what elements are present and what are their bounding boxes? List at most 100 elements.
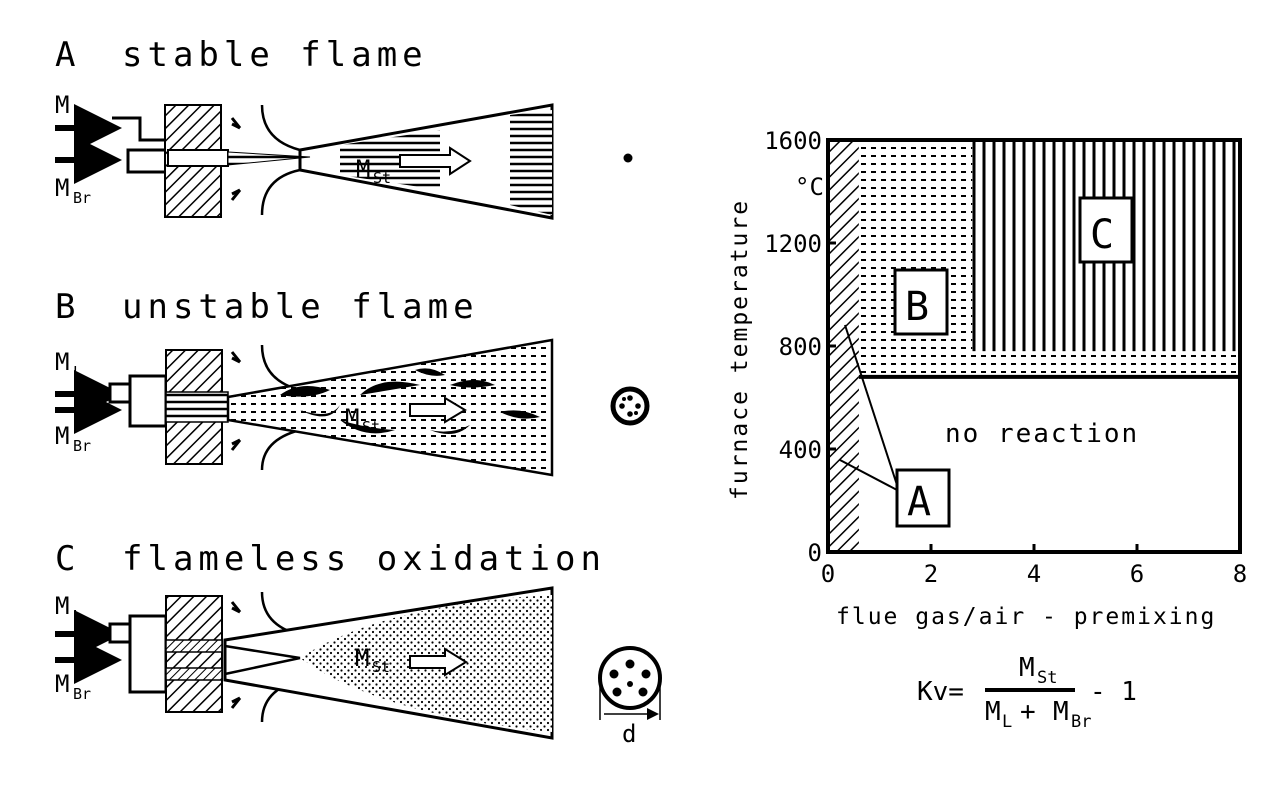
recirc-sub: St (362, 418, 380, 436)
fuel-flow-label: M (55, 174, 69, 202)
burner-body (128, 614, 168, 694)
y-tick-label: 400 (779, 436, 822, 464)
recirc-sub: St (372, 658, 390, 676)
x-axis-ticks: 0 2 4 6 8 (821, 544, 1247, 588)
recirc-jet-c: M St (355, 644, 468, 677)
y-tick-label: 1200 (764, 230, 822, 258)
nozzle-section-c (598, 646, 662, 710)
x-axis-label: flue gas/air - premixing (836, 604, 1216, 630)
recirc-arrow-bottom (230, 438, 242, 451)
fuel-flow-sub: Br (73, 685, 91, 703)
furnace-wall (165, 595, 223, 713)
burner-body (128, 374, 168, 428)
formula-den1: M (985, 697, 1001, 727)
y-tick-label: 1600 (764, 127, 822, 155)
air-inlet-b: M L (55, 348, 122, 418)
fuel-inlet-b: M Br (55, 386, 122, 455)
jet-arrow (399, 146, 472, 176)
burner-inlet (108, 622, 132, 644)
recirc-arrow-top (230, 351, 242, 364)
fuel-flow-sub: Br (73, 437, 91, 455)
regime-chart: 0 400 800 1200 1600 0 2 4 6 8 °C furnace tempera… (727, 127, 1247, 630)
region-c-label: C (1090, 212, 1114, 258)
flame-tail (510, 110, 552, 215)
fuel-flow-sub: Br (73, 189, 91, 207)
nozzle-section-a (623, 153, 633, 163)
x-tick-label: 4 (1027, 560, 1041, 588)
flame-fragments (280, 368, 540, 434)
panel-b-unstable-flame: B unstable flame M L M Br (55, 287, 650, 477)
flame-envelope-top (260, 344, 301, 392)
recirc-arrow-top (230, 117, 242, 130)
formula-numerator: M (1019, 653, 1035, 683)
recirc-jet-b: M St (345, 396, 467, 436)
air-flow-sub: L (73, 607, 82, 625)
fuel-inlet-c: M Br (55, 636, 122, 703)
nozzle-block (165, 391, 229, 423)
flame-core (227, 151, 311, 166)
formula-plus: + (1020, 697, 1036, 727)
fuel-flow-label: M (55, 670, 69, 698)
nozzle-diameter-label: d (622, 720, 636, 748)
air-flow-label: M (55, 91, 69, 119)
formula-lhs: Kv= (917, 677, 964, 707)
air-flow-label: M (55, 592, 69, 620)
fuel-inlet-a: M Br (55, 136, 122, 207)
air-flow-label: M (55, 348, 69, 376)
panel-c-letter: C (55, 539, 80, 579)
recirc-jet-a: M St (356, 146, 472, 187)
panel-a-stable-flame: A stable flame M L M Br M St (55, 35, 633, 220)
recirc-label: M (355, 644, 369, 672)
formula-den2-sub: Br (1071, 712, 1091, 732)
region-b-label: B (905, 284, 929, 330)
air-channel (165, 639, 223, 653)
fuel-nozzle (167, 149, 229, 167)
panel-b-letter: B (55, 287, 80, 327)
region-a-leader-1 (844, 324, 898, 486)
recirc-label: M (345, 404, 359, 432)
air-flow-sub: L (73, 363, 82, 381)
flame-zone (340, 130, 440, 190)
panel-c-flameless-oxidation: C flameless oxidation M L M Br M St (55, 539, 662, 748)
recirc-arrow-bottom (230, 696, 242, 709)
formula-tail: - 1 (1090, 677, 1137, 707)
y-tick-label: 0 (808, 539, 822, 567)
formula-den1-sub: L (1002, 712, 1012, 732)
region-b-box: B (893, 268, 949, 336)
air-duct (112, 116, 165, 142)
y-tick-label: 800 (779, 333, 822, 361)
y-unit-label: °C (795, 173, 824, 201)
flame-envelope-top (260, 104, 301, 152)
formula-numerator-sub: St (1037, 668, 1057, 688)
formula-den2: M (1053, 697, 1069, 727)
air-inlet-c: M L (55, 592, 122, 658)
jet-cone (226, 338, 554, 477)
x-tick-label: 6 (1130, 560, 1144, 588)
x-tick-label: 8 (1233, 560, 1247, 588)
y-axis-ticks: 0 400 800 1200 1600 (764, 127, 836, 567)
panel-c-title: flameless oxidation (122, 539, 606, 579)
burner-inlet (108, 382, 132, 404)
region-a-leader-2 (839, 459, 898, 491)
fuel-flow-label: M (55, 422, 69, 450)
recirc-arrow-top (230, 601, 242, 614)
y-axis-label: furnace temperature (727, 199, 753, 500)
recirc-sub: St (373, 169, 391, 187)
jet-arrow (409, 396, 467, 424)
flame-envelope-bottom (260, 428, 301, 471)
recirc-arrow-bottom (230, 188, 242, 201)
nozzle-section-b (610, 386, 650, 426)
x-tick-label: 2 (924, 560, 938, 588)
jet-arrow (409, 647, 468, 677)
region-a-label: A (907, 479, 931, 525)
recirculation-formula: Kv= M St M L + M Br - 1 (917, 653, 1137, 732)
region-a-box: A (839, 324, 951, 528)
x-tick-label: 0 (821, 560, 835, 588)
panel-a-title: stable flame (122, 35, 428, 75)
fuel-channel (165, 667, 223, 681)
air-flow-sub: L (73, 106, 82, 124)
no-reaction-label: no reaction (945, 419, 1139, 449)
burner-body (126, 148, 170, 174)
